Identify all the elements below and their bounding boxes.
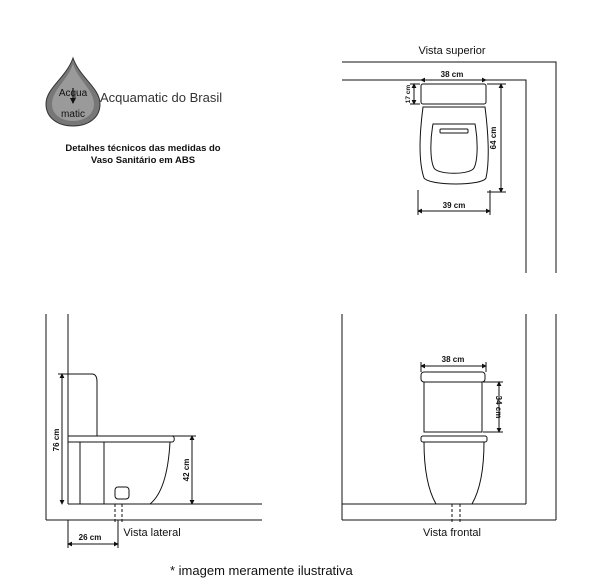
top-view-title: Vista superior: [418, 45, 485, 57]
side-total-height-label: 76 cm: [52, 429, 61, 452]
front-view: [341, 314, 557, 522]
side-view-title: Vista lateral: [123, 527, 180, 539]
description-line-1: Detalhes técnicos das medidas do: [65, 143, 221, 154]
brand-name: Acquamatic do Brasil: [100, 90, 223, 105]
description: Detalhes técnicos das medidas do Vaso Sa…: [48, 143, 238, 167]
top-total-depth-label: 64 cm: [489, 127, 498, 150]
top-view: [342, 61, 557, 273]
logo-word-bottom: matic: [61, 109, 85, 120]
side-view: [45, 314, 262, 548]
front-tank-height-label: 34 cm: [494, 396, 503, 419]
footnote: * imagem meramente ilustrativa: [170, 563, 353, 578]
front-width-tank-label: 38 cm: [442, 355, 465, 364]
side-seat-height-label: 42 cm: [182, 459, 191, 482]
side-drain-offset-label: 26 cm: [79, 533, 102, 542]
brand-logo: Acqua matic: [45, 56, 101, 127]
top-width-bowl-label: 39 cm: [443, 201, 466, 210]
top-width-tank-label: 38 cm: [441, 70, 464, 79]
top-tank-depth-label: 17 cm: [405, 85, 412, 104]
front-view-title: Vista frontal: [423, 527, 481, 539]
description-line-2: Vaso Sanitário em ABS: [90, 155, 196, 166]
logo-word-top: Acqua: [59, 88, 88, 99]
